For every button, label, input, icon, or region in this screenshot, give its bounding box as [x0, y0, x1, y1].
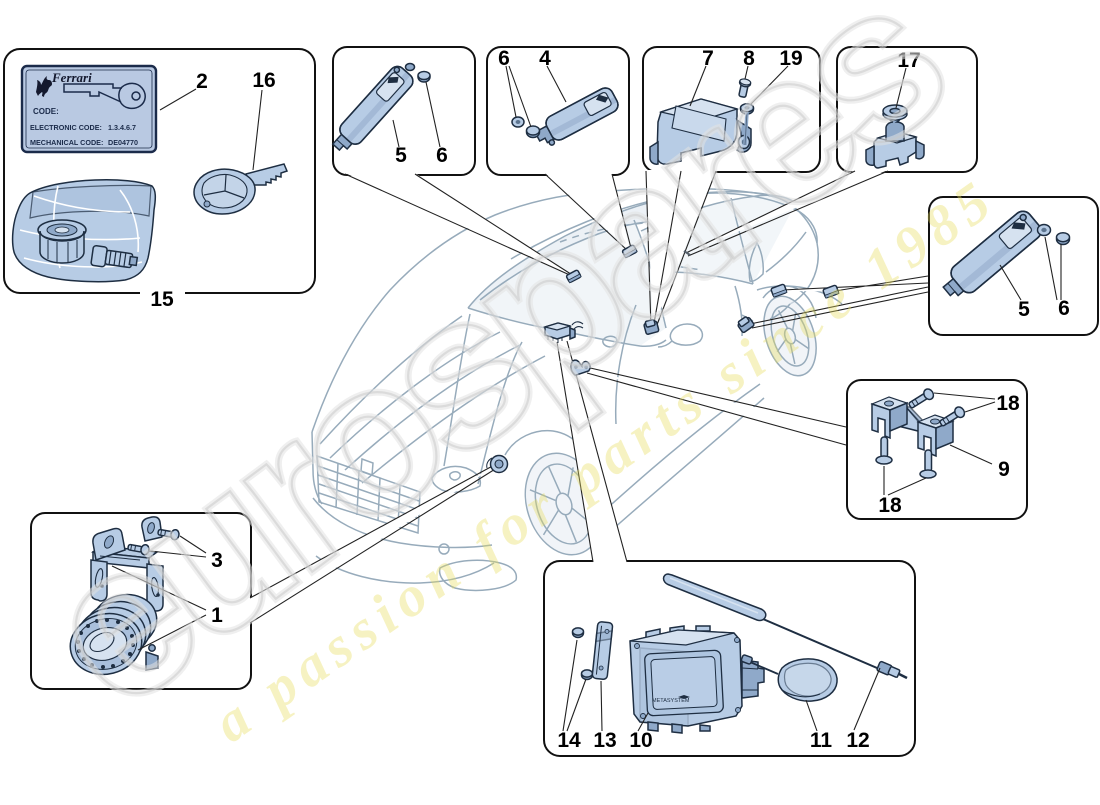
svg-text:METASYSTEM: METASYSTEM [652, 698, 690, 704]
svg-text:12: 12 [846, 729, 869, 752]
svg-text:14: 14 [557, 729, 581, 752]
svg-text:DE04770: DE04770 [108, 138, 138, 147]
svg-text:CODE:: CODE: [33, 107, 59, 116]
svg-text:3: 3 [211, 549, 223, 572]
svg-text:18: 18 [996, 392, 1020, 415]
svg-text:2: 2 [196, 70, 208, 93]
svg-text:6: 6 [1058, 297, 1070, 320]
svg-text:17: 17 [897, 49, 920, 72]
svg-text:15: 15 [150, 288, 174, 311]
svg-text:16: 16 [252, 69, 275, 92]
svg-text:4: 4 [539, 47, 551, 70]
svg-text:1.3.4.6.7: 1.3.4.6.7 [108, 123, 136, 132]
svg-text:ELECTRONIC CODE:: ELECTRONIC CODE: [30, 123, 102, 132]
svg-text:19: 19 [779, 47, 802, 70]
svg-text:11: 11 [810, 729, 833, 752]
svg-text:MECHANICAL CODE:: MECHANICAL CODE: [30, 138, 103, 147]
svg-text:5: 5 [395, 144, 407, 167]
svg-text:6: 6 [436, 144, 448, 167]
svg-text:18: 18 [878, 494, 902, 517]
svg-text:13: 13 [593, 729, 616, 752]
svg-text:10: 10 [629, 729, 652, 752]
svg-text:9: 9 [998, 458, 1010, 481]
svg-text:5: 5 [1018, 298, 1030, 321]
svg-text:6: 6 [498, 47, 510, 70]
svg-text:Ferrari: Ferrari [51, 70, 92, 85]
svg-text:8: 8 [743, 47, 755, 70]
svg-text:7: 7 [702, 47, 714, 70]
svg-text:1: 1 [211, 604, 223, 627]
